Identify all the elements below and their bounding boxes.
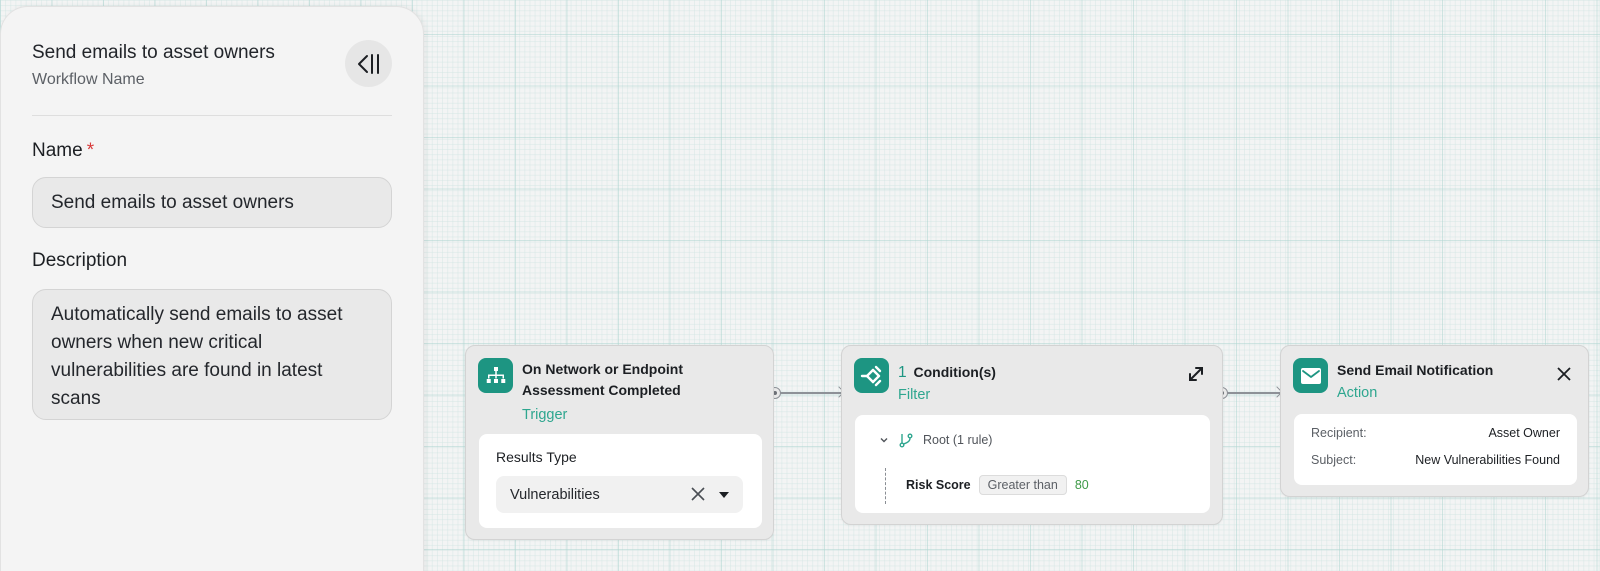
- workflow-title: Send emails to asset owners: [32, 42, 275, 63]
- required-mark: *: [86, 140, 95, 161]
- root-group-label: Root (1 rule): [923, 433, 993, 447]
- chevron-down-icon[interactable]: [879, 435, 889, 445]
- filter-diamond-icon: [860, 365, 881, 386]
- action-config-card: Recipient: Asset Owner Subject: New Vuln…: [1294, 414, 1577, 485]
- condition-title: Condition(s): [913, 364, 996, 380]
- name-label-text: Name: [32, 140, 83, 161]
- action-node-icon: [1293, 358, 1328, 393]
- root-group-row[interactable]: Root (1 rule): [879, 432, 992, 448]
- subject-row: Subject: New Vulnerabilities Found: [1311, 453, 1560, 467]
- results-type-select[interactable]: Vulnerabilities: [496, 476, 743, 513]
- trigger-node-title: On Network or Endpoint Assessment Comple…: [522, 361, 683, 398]
- clear-icon[interactable]: [691, 487, 705, 501]
- results-type-value: Vulnerabilities: [510, 486, 600, 503]
- filter-node[interactable]: 1 Condition(s) Filter Root (1 rule) Risk…: [841, 345, 1223, 525]
- close-icon[interactable]: [1556, 366, 1572, 382]
- action-node-type: Action: [1337, 385, 1378, 401]
- description-textarea[interactable]: Automatically send emails to asset owner…: [32, 289, 392, 420]
- name-label: Name*: [32, 140, 94, 162]
- connector-trigger-to-filter: [769, 386, 845, 399]
- action-node-title: Send Email Notification: [1337, 362, 1494, 378]
- expand-icon[interactable]: [1186, 364, 1206, 384]
- subject-value: New Vulnerabilities Found: [1415, 453, 1560, 467]
- dropdown-caret-icon[interactable]: [719, 492, 729, 498]
- description-label: Description: [32, 250, 128, 271]
- trigger-node-type: Trigger: [522, 407, 568, 423]
- recipient-row: Recipient: Asset Owner: [1311, 426, 1560, 440]
- branch-icon: [899, 433, 913, 448]
- name-input[interactable]: Send emails to asset owners: [32, 177, 392, 228]
- condition-count: 1: [898, 364, 907, 381]
- rule-operator: Greater than: [978, 475, 1067, 495]
- filter-node-type: Filter: [898, 387, 931, 403]
- filter-node-title: 1 Condition(s): [898, 362, 996, 383]
- subject-label: Subject:: [1311, 453, 1357, 467]
- action-node[interactable]: Send Email Notification Action Recipient…: [1280, 345, 1589, 497]
- workflow-subtitle: Workflow Name: [32, 71, 145, 88]
- name-input-value: Send emails to asset owners: [51, 191, 294, 213]
- filter-node-icon: [854, 358, 889, 393]
- recipient-value: Asset Owner: [1488, 426, 1560, 440]
- trigger-node[interactable]: On Network or Endpoint Assessment Comple…: [465, 345, 774, 540]
- collapse-sidebar-button[interactable]: [345, 40, 392, 87]
- trigger-config-card: Results Type Vulnerabilities: [479, 434, 762, 528]
- divider: [32, 115, 392, 116]
- mail-icon: [1300, 367, 1321, 384]
- connector-filter-to-action: [1216, 386, 1283, 399]
- collapse-panel-icon: [357, 53, 379, 74]
- results-type-label: Results Type: [496, 449, 577, 465]
- rule-row[interactable]: Risk Score Greater than 80: [906, 475, 1089, 495]
- filter-rules-card: Root (1 rule) Risk Score Greater than 80: [855, 415, 1210, 513]
- trigger-node-icon: [478, 358, 513, 393]
- hierarchy-icon: [486, 366, 505, 383]
- rule-value: 80: [1074, 478, 1089, 492]
- rule-field: Risk Score: [906, 478, 971, 492]
- workflow-sidebar: Send emails to asset owners Workflow Nam…: [0, 6, 424, 571]
- rule-tree-line: [885, 468, 886, 504]
- recipient-label: Recipient:: [1311, 426, 1367, 440]
